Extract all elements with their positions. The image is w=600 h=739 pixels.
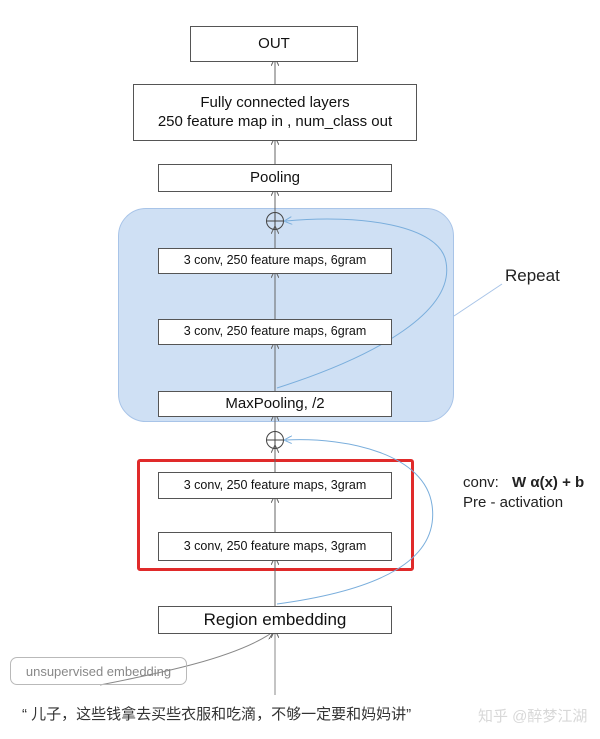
pre-activation-label: Pre - activation [463,494,564,511]
maxpooling-label: MaxPooling, /2 [225,394,325,412]
repeat-label: Repeat [505,266,560,285]
conv3-top-label: 3 conv, 250 feature maps, 3gram [183,477,367,492]
out-node: OUT [190,26,358,62]
maxpooling-node: MaxPooling, /2 [158,391,392,417]
conv3-bottom-node: 3 conv, 250 feature maps, 3gram [158,532,392,561]
conv3-bottom-label: 3 conv, 250 feature maps, 3gram [183,538,367,553]
conv6-bottom-node: 3 conv, 250 feature maps, 6gram [158,319,392,345]
fully-connected-detail: 250 feature map in , num_class out [157,112,393,130]
unsupervised-embedding-label: unsupervised embedding [25,663,172,679]
skip-arrow-repeat [276,219,448,389]
fully-connected-node: Fully connected layers 250 feature map i… [133,84,417,141]
unsupervised-embedding-node: unsupervised embedding [10,657,187,685]
repeat-block [118,208,454,422]
conv-formula-rest: α(x) + b [526,474,585,491]
conv6-bottom-label: 3 conv, 250 feature maps, 6gram [183,324,367,339]
conv-formula: conv: W α(x) + b [463,474,584,491]
region-embedding-label: Region embedding [203,610,347,630]
pooling-label: Pooling [249,168,301,186]
conv3-top-node: 3 conv, 250 feature maps, 3gram [158,472,392,499]
sum-node-lower [266,431,284,449]
sum-node-repeat [266,212,284,230]
out-label: OUT [258,34,290,52]
pooling-node: Pooling [158,164,392,192]
caption-text: “ 儿子，这些钱拿去买些衣服和吃滴，不够一定要和妈妈讲” [22,706,412,723]
conv-formula-weight: W [512,474,527,491]
conv-formula-prefix: conv: [463,474,499,491]
watermark: 知乎 @醉梦江湖 [478,708,588,725]
unsupervised-feed-line [99,634,270,686]
fully-connected-title: Fully connected layers [200,93,350,111]
repeat-callout-line [453,283,503,317]
region-embedding-node: Region embedding [158,606,392,634]
conv6-top-label: 3 conv, 250 feature maps, 6gram [183,253,367,268]
skip-arrow-lower [276,440,434,605]
conv6-top-node: 3 conv, 250 feature maps, 6gram [158,248,392,274]
